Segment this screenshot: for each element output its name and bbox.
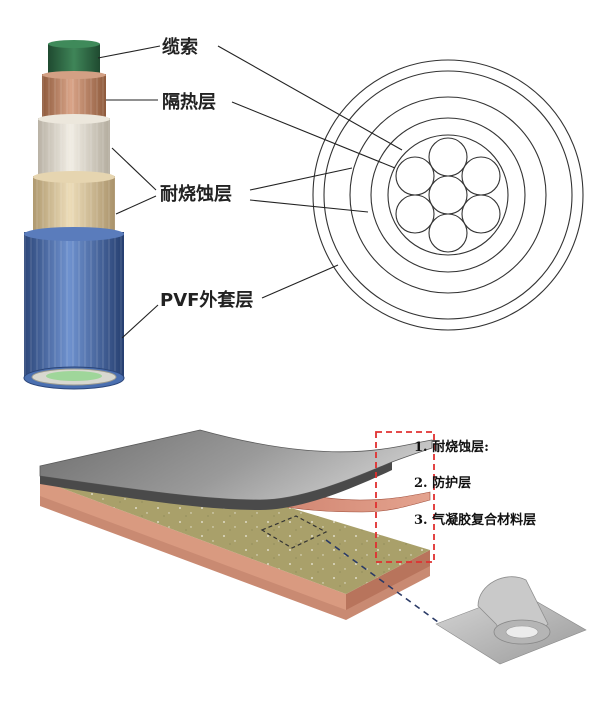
inset-connector — [325, 539, 439, 623]
label-layer-2: 2. 防护层 — [414, 475, 471, 491]
cable-side-view — [23, 40, 125, 390]
label-pvf: PVF外套层 — [160, 289, 253, 311]
label-insulation: 隔热层 — [162, 91, 216, 113]
label-cable: 缆索 — [162, 36, 198, 58]
label-layer-3: 3. 气凝胶复合材料层 — [414, 512, 536, 528]
section-ring-3 — [349, 96, 547, 294]
label-layer-1: 1. 耐烧蚀层: — [414, 439, 489, 455]
conductor-4 — [428, 213, 468, 253]
conductor-center — [428, 175, 468, 215]
ablation-layer-sheet — [39, 429, 433, 501]
layered-panel — [39, 429, 433, 620]
inset-marker — [260, 515, 328, 549]
layer-callout-box — [375, 431, 435, 563]
cable-cross-section — [312, 59, 584, 331]
aerogel-mat-image — [435, 576, 587, 665]
top-labels: 缆索 隔热层 耐烧蚀层 PVF外套层 — [160, 36, 253, 311]
section-ring-2 — [323, 70, 573, 320]
bottom-labels: 1. 耐烧蚀层: 2. 防护层 3. 气凝胶复合材料层 — [414, 439, 536, 528]
section-ring-4 — [370, 117, 526, 273]
section-ring-inner — [387, 134, 509, 256]
conductor-1 — [428, 137, 468, 177]
leader-lines — [97, 45, 403, 339]
section-ring-outer — [312, 59, 584, 331]
label-corrosion: 耐烧蚀层 — [160, 183, 232, 205]
conductor-3 — [461, 194, 501, 234]
cable-core-segment — [48, 44, 100, 76]
conductor-5 — [395, 194, 435, 234]
conductor-2 — [461, 156, 501, 196]
conductor-6 — [395, 156, 435, 196]
